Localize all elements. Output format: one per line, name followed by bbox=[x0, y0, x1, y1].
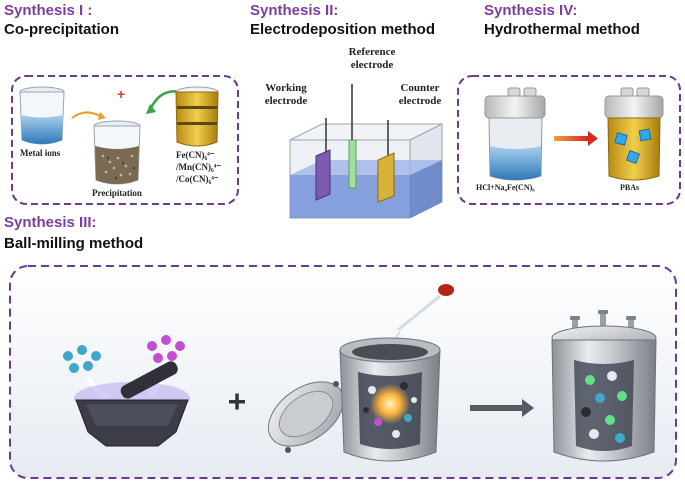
reference-electrode-label-line2: electrode bbox=[350, 59, 394, 72]
electrolytic-cell bbox=[289, 123, 443, 219]
synthesis-2-subtitle: Electrodeposition method bbox=[250, 21, 436, 38]
working-electrode bbox=[315, 118, 331, 201]
cyanide-beaker bbox=[175, 86, 219, 147]
cyanide-label-3: /Co(CN)₆⁴⁻ bbox=[176, 174, 219, 184]
orange-arrowhead-icon bbox=[98, 112, 106, 120]
mortar-and-pestle bbox=[74, 361, 190, 447]
coprecip-green-arrow bbox=[148, 90, 181, 111]
synthesis-3-title: Synthesis III: bbox=[4, 214, 97, 231]
synthesis-1-subtitle: Co-precipitation bbox=[4, 21, 119, 38]
synthesis-4-title: Synthesis IV: bbox=[484, 2, 578, 19]
working-electrode-label-line2: electrode bbox=[264, 95, 308, 108]
synthesis-4-subtitle: Hydrothermal method bbox=[484, 21, 640, 38]
ball-mill-jar-open bbox=[339, 337, 441, 462]
counter-electrode-label-line2: electrode bbox=[398, 95, 442, 108]
reference-electrode-label: Reference electrode bbox=[340, 46, 404, 72]
cyanide-label-2: /Mn(CN)₆⁴⁻ bbox=[176, 162, 222, 172]
coprecip-orange-arrow bbox=[71, 111, 101, 119]
ball-mill-jar-closed bbox=[551, 310, 657, 462]
synthesis-2-title: Synthesis II: bbox=[250, 2, 339, 19]
reference-electrode-label-line1: Reference bbox=[348, 46, 396, 58]
precipitation-label: Precipitation bbox=[92, 188, 142, 198]
counter-electrode-label-line1: Counter bbox=[400, 82, 440, 94]
ball-mill-lid bbox=[268, 381, 344, 453]
purple-ion-cluster bbox=[147, 335, 185, 363]
ballmill-plus-icon bbox=[229, 393, 245, 410]
reference-electrode bbox=[348, 84, 357, 189]
metal-ions-label: Metal ions bbox=[20, 148, 61, 158]
hydro-product-label: PBAs bbox=[620, 183, 640, 192]
hydro-reactant-label: HCl+Na₄Fe(CN)₆ bbox=[476, 183, 535, 192]
coprecip-frame bbox=[11, 75, 239, 205]
synthesis-1-title: Synthesis I : bbox=[4, 2, 93, 19]
hydrothermal-arrow bbox=[554, 131, 598, 146]
counter-electrode bbox=[377, 120, 395, 203]
coprecip-plus-label: + bbox=[117, 86, 126, 102]
ballmill-grey-arrow bbox=[470, 399, 534, 417]
hydrothermal-frame bbox=[457, 75, 681, 205]
autoclave-after bbox=[604, 87, 664, 181]
cyanide-label-1: Fe(CN)₆⁴⁻ bbox=[176, 150, 215, 160]
green-arrowhead-icon bbox=[146, 104, 156, 114]
counter-electrode-label: Counter electrode bbox=[390, 82, 450, 108]
working-electrode-label: Working electrode bbox=[256, 82, 316, 108]
autoclave-before bbox=[484, 87, 546, 181]
synthesis-3-subtitle: Ball-milling method bbox=[4, 235, 144, 252]
blue-ion-cluster bbox=[63, 345, 101, 373]
precipitation-beaker bbox=[93, 120, 141, 185]
metal-ions-beaker bbox=[19, 86, 65, 145]
working-electrode-label-line1: Working bbox=[265, 82, 307, 94]
